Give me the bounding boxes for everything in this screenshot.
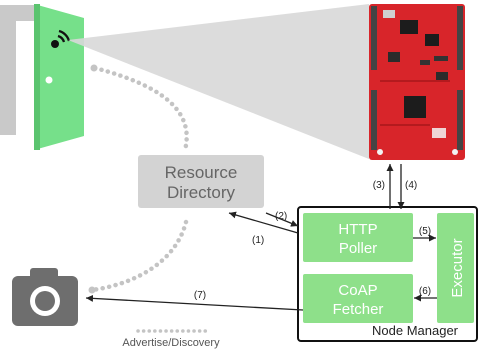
http-poller-label-line2: Poller	[339, 240, 377, 257]
arrow-7	[85, 294, 304, 311]
discovery-link-door	[92, 65, 189, 153]
board-trace	[380, 80, 450, 82]
door-sensor-icon	[51, 29, 71, 48]
http-poller-box	[303, 213, 413, 262]
arrow-2-label: (2)	[275, 211, 287, 222]
arrow-1-label: (1)	[252, 235, 264, 246]
node-manager-label: Node Manager	[372, 323, 459, 338]
board-usb	[383, 10, 395, 18]
executor-label: Executor	[449, 238, 466, 297]
discovery-link-camera	[89, 219, 189, 293]
door-panel	[34, 4, 84, 150]
door-knob	[45, 76, 53, 84]
discovery-arrowhead-camera	[88, 286, 96, 294]
arrow-3-label: (3)	[373, 180, 385, 191]
arrow-1	[228, 211, 299, 234]
arrow-4-label: (4)	[405, 180, 417, 191]
resource-directory-label-line2: Directory	[167, 183, 236, 202]
board-header	[371, 90, 377, 150]
coap-fetcher-label-line1: CoAP	[338, 282, 377, 299]
board-header	[457, 6, 463, 70]
board-chip	[404, 96, 426, 118]
board-logo	[432, 128, 446, 138]
board-jumper	[420, 60, 430, 65]
door-frame-left	[0, 5, 16, 135]
view-cone	[68, 4, 369, 159]
legend-label: Advertise/Discovery	[122, 337, 220, 349]
door-panel-edge	[34, 4, 40, 150]
executor-box	[437, 213, 474, 323]
board-button	[452, 149, 458, 155]
board-header	[457, 90, 463, 150]
board-trace	[380, 124, 430, 126]
camera-top	[30, 268, 58, 280]
board-chip	[425, 34, 439, 46]
camera-icon	[12, 268, 78, 326]
board-jumper	[434, 56, 448, 61]
camera-lens	[35, 291, 55, 311]
door-icon	[0, 4, 84, 150]
arrow-2	[265, 212, 299, 227]
board-header	[371, 6, 377, 70]
coap-fetcher-label-line2: Fetcher	[333, 301, 384, 318]
http-poller-label-line1: HTTP	[338, 221, 377, 238]
arrow-5-label: (5)	[419, 226, 431, 237]
board-button	[377, 149, 383, 155]
arrow-7-label: (7)	[194, 290, 206, 301]
coap-fetcher-box	[303, 274, 413, 323]
discovery-arrowhead-door	[90, 64, 98, 72]
board-chip	[388, 52, 400, 62]
resource-directory-box	[138, 155, 264, 208]
board-chip	[436, 72, 448, 82]
resource-directory-label-line1: Resource	[165, 163, 238, 182]
board-icon	[369, 4, 465, 160]
arrow-6-label: (6)	[419, 286, 431, 297]
board-chip	[400, 20, 418, 34]
